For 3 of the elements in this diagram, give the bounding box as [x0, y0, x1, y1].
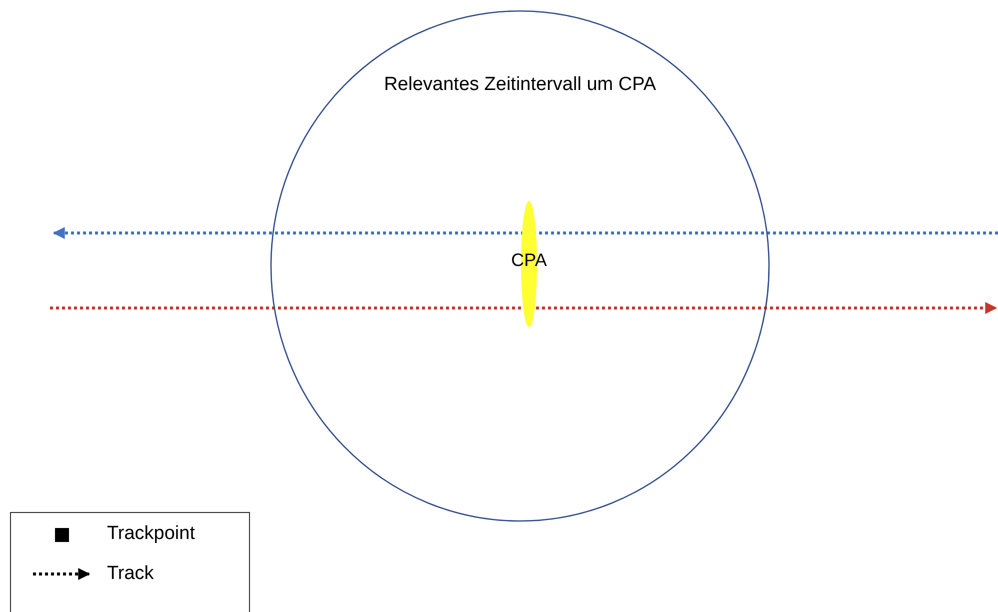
- legend-label: Track: [107, 563, 154, 585]
- circle-label: Relevantes Zeitintervall um CPA: [384, 74, 656, 96]
- legend-label: Trackpoint: [107, 523, 195, 545]
